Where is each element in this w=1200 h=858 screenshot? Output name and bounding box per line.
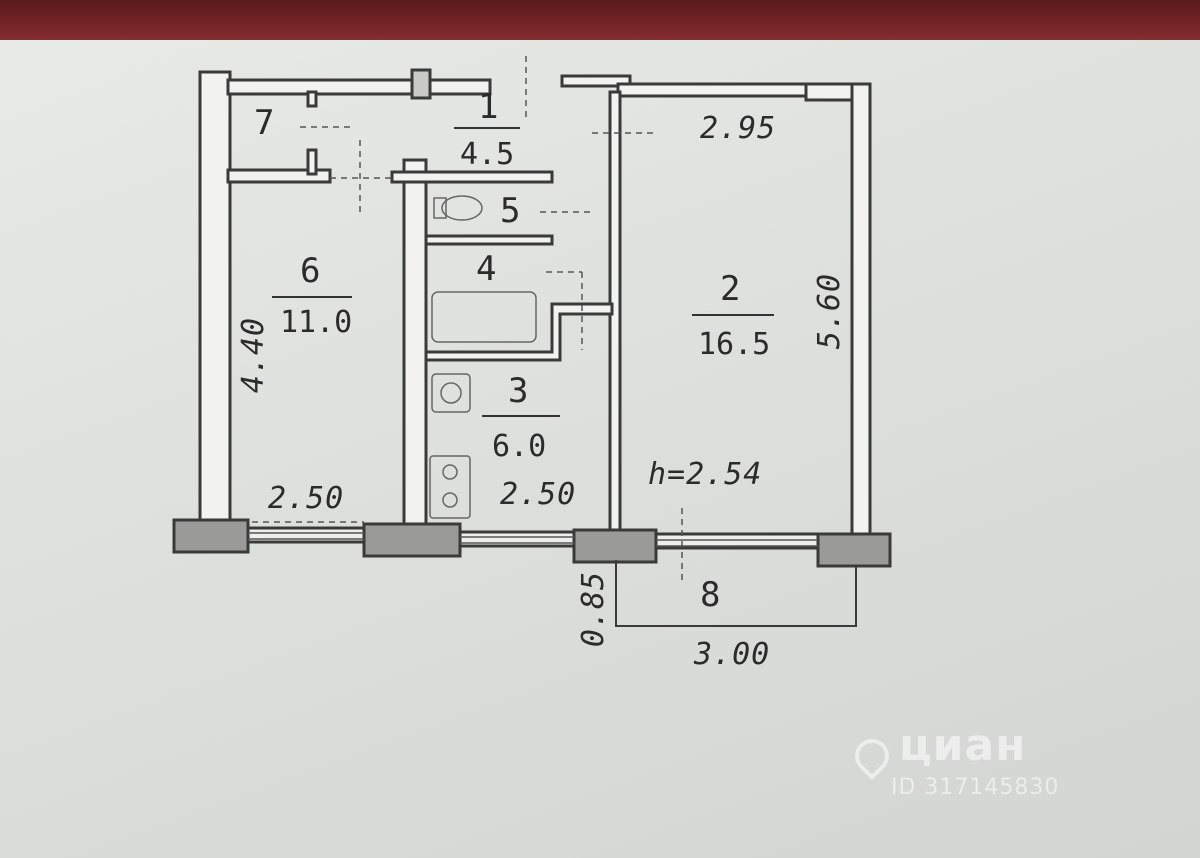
room-1-number: 1 <box>478 87 499 127</box>
fraction-lines <box>272 127 774 417</box>
dim-room6-width: 2.50 <box>268 481 345 516</box>
bath-enclosure <box>424 302 614 362</box>
room-3-area: 6.0 <box>492 429 547 464</box>
room-4-number: 4 <box>476 249 497 289</box>
wall-left <box>198 70 232 534</box>
dim-room3-width: 2.50 <box>500 477 577 512</box>
dim-room6-length: 4.40 <box>236 316 272 394</box>
balcony-outline <box>615 560 857 627</box>
room-1-area: 4.5 <box>460 137 515 172</box>
room-7-number: 7 <box>254 103 275 143</box>
wall-top-right <box>560 74 632 88</box>
stove-icon <box>429 455 471 519</box>
door-block-top <box>410 68 432 100</box>
room-3-number: 3 <box>508 371 529 411</box>
column-3 <box>572 528 658 564</box>
column-1 <box>172 518 250 554</box>
room-8-number: 8 <box>700 575 721 615</box>
dim-room2-length: 5.60 <box>812 272 848 350</box>
window-lines <box>248 532 818 547</box>
fixtures <box>429 195 537 519</box>
room-5-number: 5 <box>500 191 521 231</box>
watermark: циан ID 317145830 <box>847 720 1060 800</box>
wall-room7-stub-top <box>306 90 318 108</box>
sink-icon <box>431 373 471 413</box>
watermark-brand: циан <box>899 720 1027 771</box>
dim-balcony-depth: 0.85 <box>576 570 612 648</box>
location-pin-icon <box>847 731 897 780</box>
room-6-area: 11.0 <box>280 305 353 340</box>
wall-top-room2 <box>616 82 810 98</box>
dim-room2-width: 2.95 <box>700 111 777 146</box>
ceiling-height: h=2.54 <box>648 457 763 492</box>
wall-right-vertical <box>850 82 872 538</box>
wall-interior-6-3 <box>402 158 428 534</box>
room-2-area: 16.5 <box>698 327 771 362</box>
room-2-number: 2 <box>720 269 741 309</box>
wall-room7 <box>226 168 332 184</box>
bathtub-icon <box>431 291 537 343</box>
wall-top-left <box>226 78 492 96</box>
wall-room7-stub-bottom <box>306 148 318 176</box>
column-4 <box>816 532 892 568</box>
wall-room5-top <box>390 170 554 184</box>
dashed-lines <box>252 56 683 580</box>
room-6-number: 6 <box>300 251 321 291</box>
wall-room5-bottom <box>424 234 554 246</box>
dim-balcony-width: 3.00 <box>694 637 771 672</box>
watermark-id: ID 317145830 <box>891 774 1060 800</box>
toilet-icon <box>441 195 483 221</box>
column-2 <box>362 522 462 558</box>
